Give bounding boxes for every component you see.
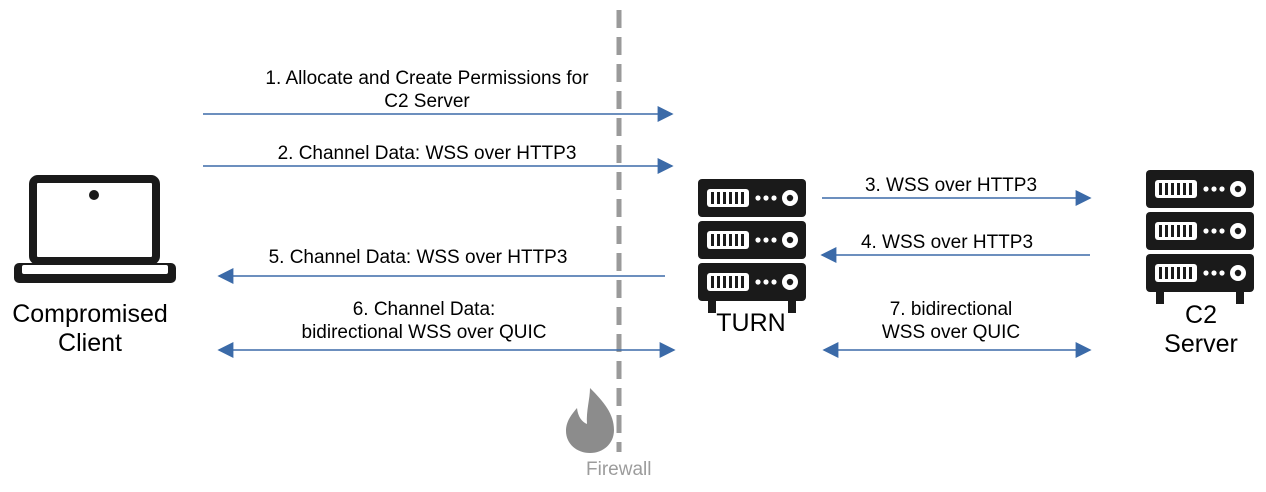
turn-server-icon [698,179,806,313]
laptop-icon [14,175,176,283]
c2-label-line1: C2 [1185,301,1217,329]
message-5-label: 5. Channel Data: WSS over HTTP3 [268,247,568,268]
client-label: Compromised Client [0,300,180,358]
message-7-line1: 7. bidirectional [889,299,1013,320]
message-6-line2: bidirectional WSS over QUIC [301,322,547,343]
client-label-line1: Compromised [12,300,168,328]
flame-icon [566,388,614,453]
c2-label-line2: Server [1164,330,1238,358]
message-1-line1: 1. Allocate and Create Permissions for [265,68,589,89]
message-3-label: 3. WSS over HTTP3 [864,175,1038,196]
c2-server-icon [1146,170,1254,304]
turn-label: TURN [716,309,786,337]
message-2-label: 2. Channel Data: WSS over HTTP3 [277,143,577,164]
firewall-label: Firewall [586,459,652,480]
message-6-label: 6. Channel Data: bidirectional WSS over … [206,298,642,344]
message-1-line2: C2 Server [384,91,470,112]
c2-label: C2 Server [1140,301,1262,359]
message-1-label: 1. Allocate and Create Permissions for C… [212,67,642,113]
message-7-label: 7. bidirectional WSS over QUIC [820,298,1082,344]
message-6-line1: 6. Channel Data: [352,299,496,320]
message-7-line2: WSS over QUIC [881,322,1021,343]
message-4-label: 4. WSS over HTTP3 [860,232,1034,253]
client-label-line2: Client [58,329,122,357]
